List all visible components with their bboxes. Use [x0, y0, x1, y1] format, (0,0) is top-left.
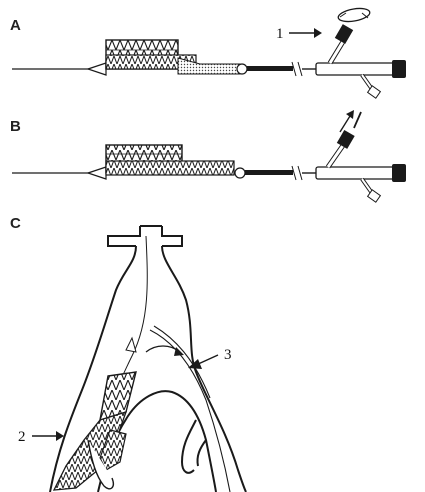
delivery-handle	[316, 63, 394, 75]
callout-2-label: 2	[18, 429, 26, 445]
cannulation-arrow-icon	[146, 346, 180, 352]
delivery-handle	[316, 167, 394, 179]
nose-cone	[88, 63, 106, 75]
nose-cone	[88, 167, 106, 179]
handle-end-cap	[392, 60, 406, 78]
callout-1-label: 1	[276, 26, 284, 42]
callout-3-label: 3	[224, 347, 232, 363]
panel-label-c: C	[10, 215, 21, 232]
contralateral-wire	[150, 330, 230, 492]
panel-label-b: B	[10, 118, 21, 135]
release-wire	[354, 112, 361, 128]
panel-label-a: A	[10, 17, 21, 34]
catheter-shaft	[245, 170, 293, 175]
pull-direction-arrow-icon	[340, 116, 350, 132]
stent-graft-limb	[106, 161, 234, 175]
panel-a: A 1	[10, 6, 406, 98]
release-knob	[335, 24, 353, 44]
panel-b: B	[10, 110, 406, 202]
catheter-shaft	[247, 66, 293, 71]
handle-end-cap	[392, 164, 406, 182]
delivery-sheath	[178, 58, 240, 74]
release-knob	[337, 130, 355, 149]
sheath-tip	[126, 338, 136, 352]
panel-c: C	[10, 215, 246, 492]
